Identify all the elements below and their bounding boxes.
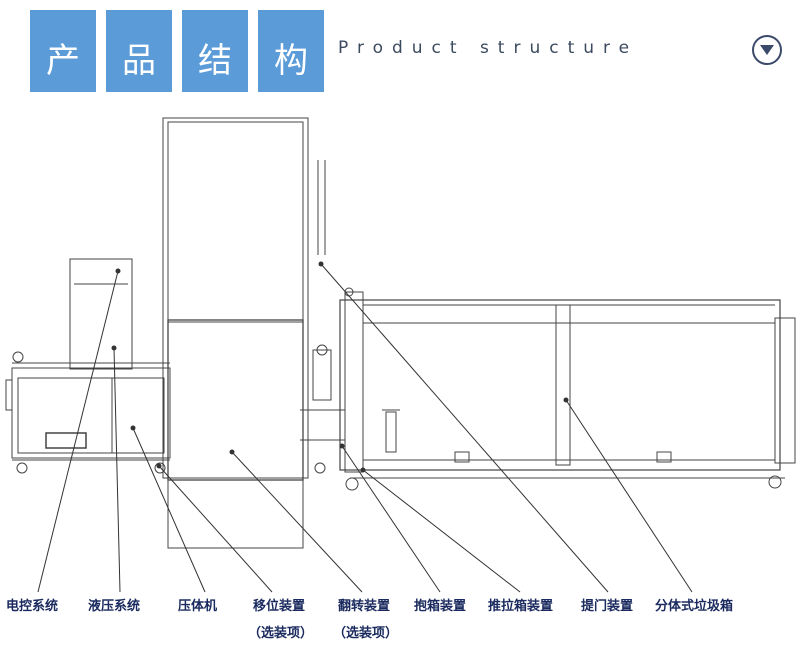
compactor-box (167, 319, 304, 549)
leader-dots (111, 261, 569, 473)
label-hydraulic-system: 液压系统 (88, 599, 141, 614)
label-shifting-device: 移位装置 (253, 599, 306, 614)
label-turning-device: 翻转装置 (338, 599, 391, 614)
title-char-1: 产 (30, 10, 96, 92)
tower-frame (162, 117, 309, 479)
title-char-2: 品 (106, 10, 172, 92)
turning-device (300, 160, 345, 474)
label-turning-optional: （选装项） (333, 626, 399, 641)
container-body (339, 287, 796, 491)
hydraulic-cabinet (69, 258, 133, 370)
label-electrical-control: 电控系统 (6, 599, 59, 614)
title-char-4: 构 (258, 10, 324, 92)
label-push-pull-device: 推拉箱装置 (488, 599, 554, 614)
label-shifting-optional: （选装项） (248, 626, 314, 641)
compactor-body (5, 351, 171, 474)
label-compactor: 压体机 (178, 599, 218, 614)
label-split-container: 分体式垃圾箱 (655, 599, 734, 614)
title-char-3: 结 (182, 10, 248, 92)
label-box-holding-device: 抱箱装置 (414, 599, 467, 614)
page-subtitle: Product structure (338, 38, 639, 58)
chevron-down-circle-icon[interactable] (752, 35, 782, 65)
label-door-lifting-device: 提门装置 (581, 599, 634, 614)
leader-lines (37, 263, 693, 593)
